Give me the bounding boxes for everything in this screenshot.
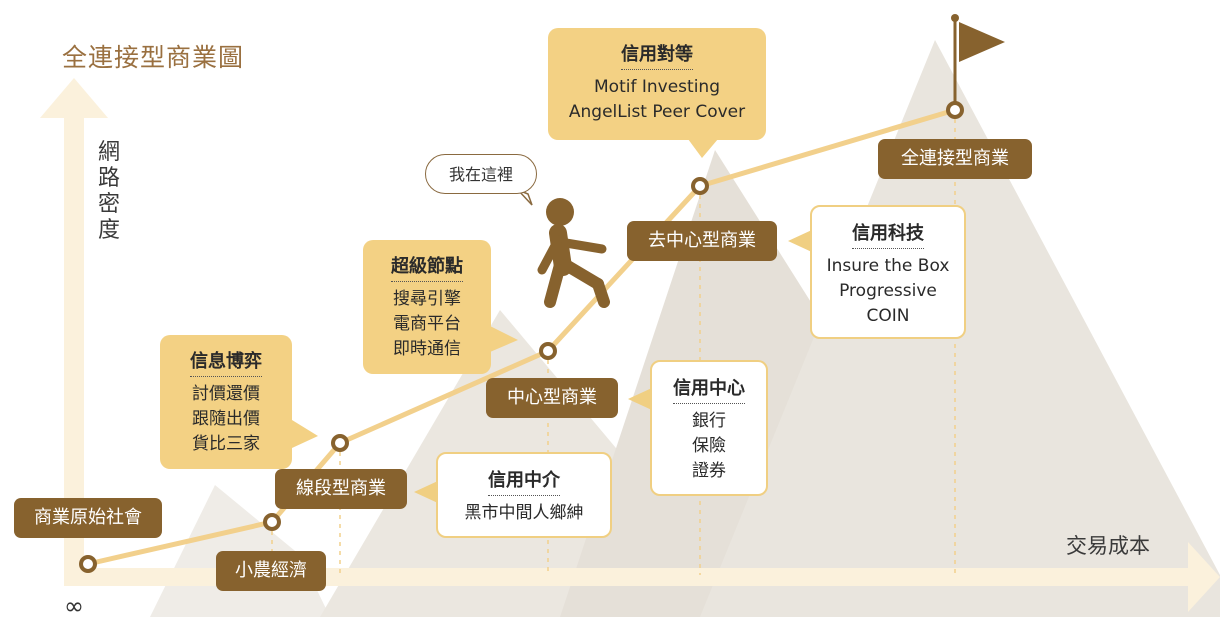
- pointer-info-game: [292, 420, 318, 448]
- box-credit-tech: 信用科技 Insure the Box Progressive COIN: [810, 205, 966, 339]
- box-info-game-line-2: 跟隨出價: [192, 409, 260, 429]
- box-credit-broker-line-1: 黑市中間人鄉紳: [464, 503, 584, 523]
- diagram-title: 全連接型商業圖: [62, 43, 245, 72]
- box-credit-peer: 信用對等 Motif Investing AngelList Peer Cove…: [548, 28, 766, 140]
- stage-label-small-farm: 小農經濟: [216, 551, 326, 591]
- box-credit-center-line-3: 證券: [692, 461, 726, 481]
- x-axis-bar: [64, 568, 1194, 586]
- box-credit-center: 信用中心 銀行 保險 證券: [650, 360, 768, 496]
- stage-label-decentral: 去中心型商業: [627, 221, 777, 261]
- box-credit-center-line-2: 保險: [692, 436, 726, 456]
- pointer-credit-tech: [788, 229, 814, 253]
- y-axis-label: 網路密度: [97, 140, 120, 243]
- box-super-node-line-2: 電商平台: [393, 314, 461, 334]
- node-6: [946, 101, 964, 119]
- box-credit-broker: 信用中介 黑市中間人鄉紳: [436, 452, 612, 538]
- box-super-node: 超級節點 搜尋引擎 電商平台 即時通信: [363, 240, 491, 374]
- box-credit-peer-line-2: AngelList Peer Cover: [568, 102, 746, 122]
- node-3: [331, 434, 349, 452]
- box-credit-tech-line-1: Insure the Box: [826, 256, 950, 276]
- node-2: [263, 513, 281, 531]
- flag-icon: [951, 14, 1005, 110]
- stage-nodes: [79, 101, 964, 573]
- box-super-node-line-1: 搜尋引擎: [393, 289, 461, 309]
- walking-person-icon: [537, 198, 610, 308]
- stage-label-fully-connected: 全連接型商業: [878, 139, 1032, 179]
- stage-label-primitive: 商業原始社會: [14, 498, 162, 538]
- speech-bubble: 我在這裡: [425, 154, 537, 194]
- box-credit-tech-line-2: Progressive: [839, 281, 937, 301]
- node-5: [691, 177, 709, 195]
- x-axis-label: 交易成本: [1066, 534, 1150, 558]
- box-credit-center-line-1: 銀行: [692, 411, 726, 431]
- pointer-credit-broker: [414, 480, 440, 504]
- growth-line: [87, 107, 956, 567]
- infinity-symbol: ∞: [64, 592, 84, 620]
- box-credit-broker-title: 信用中介: [488, 466, 560, 496]
- x-axis-arrow: [1188, 542, 1220, 612]
- box-info-game-title: 信息博弈: [190, 347, 262, 377]
- axes: [40, 78, 1220, 612]
- pointer-credit-peer: [688, 139, 718, 158]
- pointer-super-node: [490, 326, 518, 352]
- box-info-game-line-3: 貨比三家: [192, 434, 260, 454]
- box-credit-center-title: 信用中心: [673, 374, 745, 404]
- box-info-game-line-1: 討價還價: [192, 384, 260, 404]
- box-credit-tech-title: 信用科技: [852, 219, 924, 249]
- box-credit-peer-line-1: Motif Investing: [594, 77, 720, 97]
- stage-label-linear: 線段型商業: [275, 469, 407, 509]
- node-1: [79, 555, 97, 573]
- box-super-node-title: 超級節點: [391, 252, 463, 282]
- node-4: [539, 342, 557, 360]
- box-info-game: 信息博弈 討價還價 跟隨出價 貨比三家: [160, 335, 292, 469]
- y-axis-arrow: [40, 78, 108, 118]
- box-credit-peer-title: 信用對等: [621, 40, 693, 70]
- box-super-node-line-3: 即時通信: [393, 339, 461, 359]
- stage-label-central: 中心型商業: [486, 378, 618, 418]
- callout-pointers: [292, 139, 814, 504]
- y-axis-bar: [64, 110, 84, 580]
- pointer-credit-center: [628, 387, 654, 411]
- box-credit-tech-line-3: COIN: [866, 306, 910, 326]
